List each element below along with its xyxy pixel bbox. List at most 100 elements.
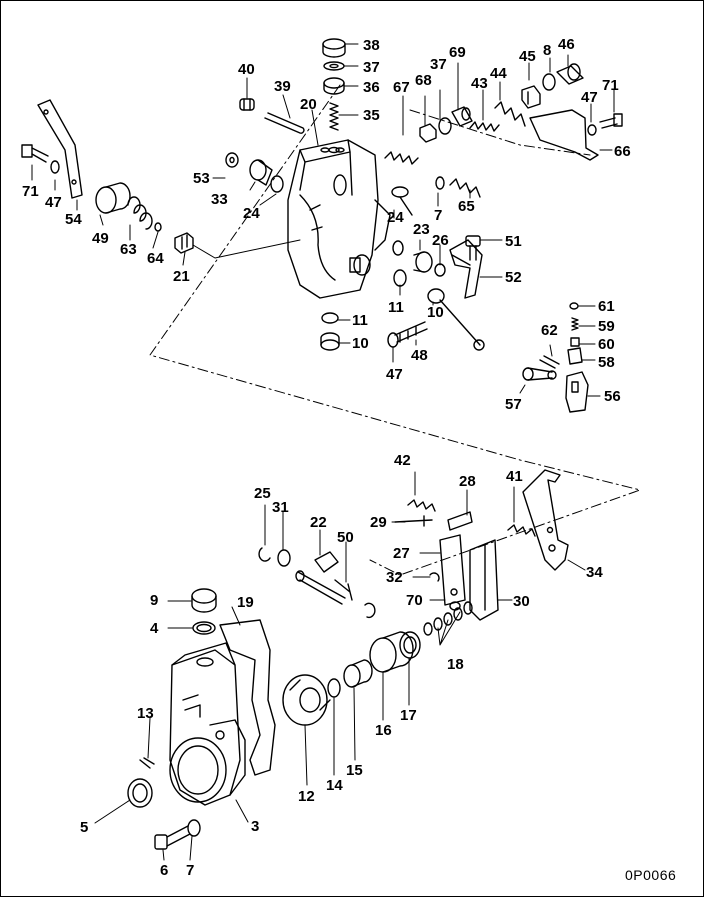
bolt-71a [599,113,623,129]
callout-57: 57 [505,396,522,413]
spring-59 [571,317,579,331]
washer-26 [434,263,446,277]
callout-35: 35 [363,107,380,124]
callout-11b: 11 [352,312,368,329]
callout-47a: 47 [581,89,598,106]
callout-6: 6 [160,862,169,879]
bolt-6 [154,825,191,850]
spring-44 [494,101,526,127]
callout-8: 8 [543,42,552,59]
washer-8 [542,73,556,91]
callout-10b: 10 [352,335,369,352]
sleeve-69 [451,106,473,127]
callout-13: 13 [137,705,154,722]
callout-46: 46 [558,36,575,53]
callout-40: 40 [238,61,255,78]
washer-7b [435,176,445,190]
bolt-48 [394,321,428,343]
callout-37b: 37 [430,56,447,73]
spring-41 [507,524,536,537]
washer-53 [225,152,239,168]
sleeve-49 [95,182,131,214]
leader-52-rod [439,299,481,346]
callout-52: 52 [505,269,522,286]
callout-71b: 71 [22,183,39,200]
nut-10b [320,332,340,351]
seal-5 [127,778,153,808]
block-58 [567,347,583,365]
shim-60 [570,337,580,347]
callout-61: 61 [598,298,615,315]
callout-10a: 10 [427,304,444,321]
bolt-71b [21,144,49,163]
clip-32 [429,572,440,582]
callout-14: 14 [326,777,343,794]
pin-13 [139,757,155,769]
callout-70: 70 [406,592,423,609]
callout-44: 44 [490,65,507,82]
callout-24b: 24 [387,209,404,226]
rod-39 [264,112,305,134]
callout-48: 48 [411,347,428,364]
callout-50: 50 [337,529,354,546]
pump-housing-3 [169,642,246,806]
callout-69: 69 [449,44,466,61]
callout-28: 28 [459,473,476,490]
callout-23: 23 [413,221,430,238]
nut-45 [521,85,541,109]
link-27 [439,534,466,606]
callout-11a: 11 [388,299,404,316]
pin-57 [522,367,557,381]
callout-64: 64 [147,250,164,267]
callout-39: 39 [274,78,291,95]
callout-19: 19 [237,594,254,611]
pin-50 [334,579,353,601]
sleeve-31 [277,549,291,567]
callout-42: 42 [394,452,411,469]
callout-26: 26 [432,232,449,249]
callout-12: 12 [298,788,315,805]
cap-10 [427,288,445,304]
bracket-66 [529,109,599,161]
washer-11 [393,269,407,287]
shims-18 [423,601,473,636]
callout-45: 45 [519,48,536,65]
callout-3: 3 [251,818,260,835]
gasket-19 [219,619,276,776]
cap-38 [322,38,346,58]
weight-holder-12 [282,674,331,726]
callout-54: 54 [65,211,82,228]
nut-36 [323,77,345,95]
callout-27: 27 [393,545,410,562]
callout-67: 67 [393,79,410,96]
callout-24a: 24 [243,205,260,222]
callout-33: 33 [211,191,228,208]
oring-24b [392,240,404,256]
ball-61 [569,302,579,310]
washer-14 [327,678,341,698]
pin-62 [539,355,560,369]
callout-71a: 71 [602,77,619,94]
callout-63: 63 [120,241,137,258]
plate-28 [447,511,473,531]
callout-31: 31 [272,499,289,516]
fitting-21 [174,232,194,254]
block-56 [565,371,589,413]
callout-21: 21 [173,268,190,285]
callout-32: 32 [386,569,403,586]
callout-65: 65 [458,198,475,215]
plug-33 [249,159,273,186]
lever-34 [522,469,569,571]
callout-25: 25 [254,485,271,502]
nut-68 [419,123,437,143]
spring-42 [407,499,436,512]
callout-47c: 47 [386,366,403,383]
drawing-code: 0P0066 [625,867,677,883]
callout-15: 15 [346,762,363,779]
washer-47a [587,124,597,136]
washer-11b [321,312,339,324]
clip-25 [258,547,271,562]
callout-56: 56 [604,388,621,405]
lever-52 [449,239,483,299]
callout-43: 43 [471,75,488,92]
